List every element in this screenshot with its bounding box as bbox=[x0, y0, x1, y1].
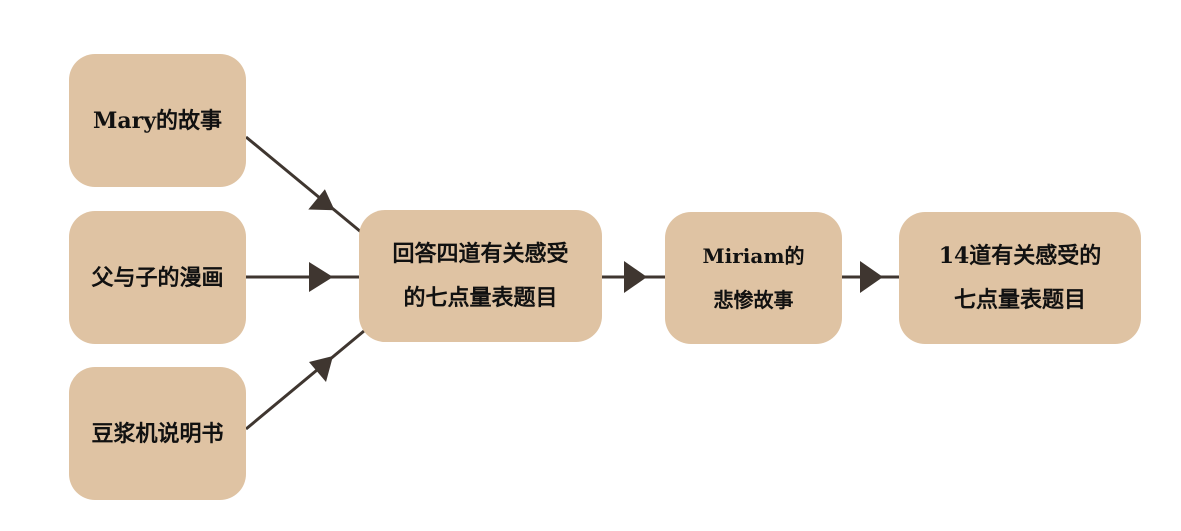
node-label-line-2: 的七点量表题目 bbox=[403, 285, 558, 311]
node-father-son-comic: 父与子的漫画 bbox=[69, 211, 246, 344]
node-label-line-2: 七点量表题目 bbox=[953, 287, 1086, 313]
node-label: 父与子的漫画 bbox=[91, 264, 224, 291]
node-miriam-story: Miriam的 悲惨故事 bbox=[665, 212, 842, 344]
node-soymilk-manual: 豆浆机说明书 bbox=[69, 367, 246, 500]
edge-miriam-to-q2 bbox=[842, 261, 900, 293]
node-fourteen-question-scale: 14道有关感受的 七点量表题目 bbox=[899, 212, 1141, 344]
node-mary-story: Mary的故事 bbox=[69, 54, 246, 187]
edge-soy-to-q1 bbox=[245, 329, 365, 431]
node-label: Mary的故事 bbox=[93, 107, 222, 134]
node-label-line-2: 悲惨故事 bbox=[713, 288, 794, 312]
node-label: 豆浆机说明书 bbox=[91, 420, 224, 447]
node-label-line-1: 14道有关感受的 bbox=[938, 243, 1102, 269]
node-label-line-1: 回答四道有关感受 bbox=[392, 241, 569, 267]
edge-father-to-q1 bbox=[246, 262, 361, 292]
edge-mary-to-q1 bbox=[245, 135, 362, 234]
node-four-question-scale: 回答四道有关感受 的七点量表题目 bbox=[359, 210, 602, 342]
node-label-line-1: Miriam的 bbox=[702, 244, 805, 268]
edge-q1-to-miriam bbox=[602, 261, 666, 293]
